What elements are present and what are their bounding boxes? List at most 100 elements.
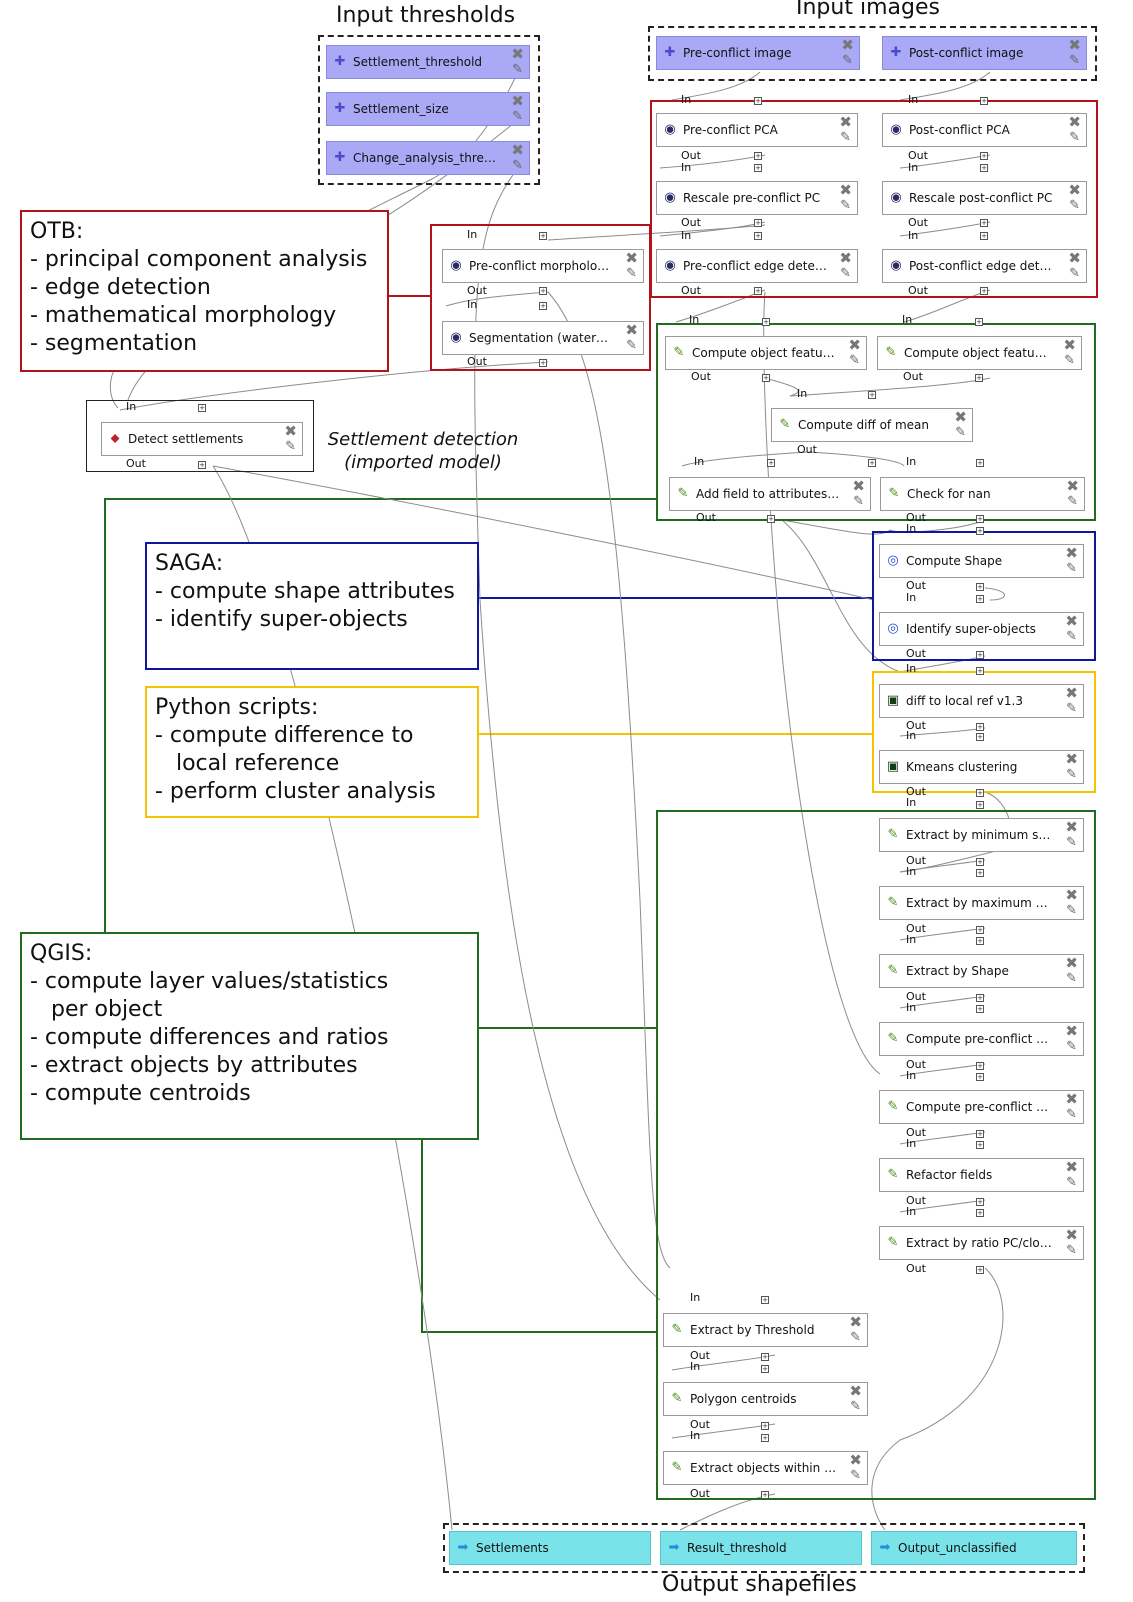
port-expand-icon[interactable]: +	[980, 219, 988, 227]
output-settlements[interactable]: ➡ Settlements	[449, 1531, 651, 1565]
input-pre-conflict-image[interactable]: ✚ Pre-conflict image ✖✎	[656, 36, 860, 70]
port-expand-icon[interactable]: +	[980, 152, 988, 160]
port-out[interactable]: Out	[906, 1058, 926, 1071]
port-out[interactable]: Out	[908, 216, 928, 229]
port-expand-icon[interactable]: +	[767, 515, 775, 523]
pencil-icon[interactable]: ✎	[853, 494, 864, 509]
alg-extract-by-ratio[interactable]: ✎ Extract by ratio PC/closing ✖✎	[879, 1226, 1084, 1260]
close-icon[interactable]: ✖	[839, 113, 852, 131]
port-in[interactable]: In	[906, 865, 917, 878]
close-icon[interactable]: ✖	[1065, 1022, 1078, 1040]
port-expand-icon[interactable]: +	[976, 1198, 984, 1206]
close-icon[interactable]: ✖	[848, 336, 861, 354]
port-expand-icon[interactable]: +	[976, 789, 984, 797]
close-icon[interactable]: ✖	[1065, 750, 1078, 768]
port-out[interactable]: Out	[906, 785, 926, 798]
alg-compute-object-features-pre[interactable]: ✎ Compute object features ... ✖✎	[665, 336, 867, 370]
close-icon[interactable]: ✖	[839, 249, 852, 267]
port-expand-icon[interactable]: +	[754, 232, 762, 240]
port-expand-icon[interactable]: +	[976, 869, 984, 877]
port-expand-icon[interactable]: +	[761, 1365, 769, 1373]
port-out[interactable]: Out	[467, 355, 487, 368]
pencil-icon[interactable]: ✎	[1069, 130, 1080, 145]
alg-rescale-post-conflict-pc[interactable]: ◉ Rescale post-conflict PC ✖✎	[882, 181, 1087, 215]
port-in[interactable]: In	[681, 161, 692, 174]
pencil-icon[interactable]: ✎	[512, 109, 523, 124]
port-expand-icon[interactable]: +	[976, 1073, 984, 1081]
pencil-icon[interactable]: ✎	[1066, 903, 1077, 918]
output-unclassified[interactable]: ➡ Output_unclassified	[871, 1531, 1077, 1565]
port-in[interactable]: In	[690, 1360, 701, 1373]
port-expand-icon[interactable]: +	[976, 583, 984, 591]
alg-extract-by-shape[interactable]: ✎ Extract by Shape ✖✎	[879, 954, 1084, 988]
port-in[interactable]: In	[906, 1205, 917, 1218]
pencil-icon[interactable]: ✎	[1066, 767, 1077, 782]
close-icon[interactable]: ✖	[1068, 181, 1081, 199]
port-in[interactable]: In	[906, 729, 917, 742]
port-expand-icon[interactable]: +	[976, 1209, 984, 1217]
pencil-icon[interactable]: ✎	[849, 353, 860, 368]
close-icon[interactable]: ✖	[1065, 818, 1078, 836]
pencil-icon[interactable]: ✎	[955, 425, 966, 440]
port-expand-icon[interactable]: +	[976, 459, 984, 467]
close-icon[interactable]: ✖	[849, 1451, 862, 1469]
pencil-icon[interactable]: ✎	[1069, 198, 1080, 213]
pencil-icon[interactable]: ✎	[840, 266, 851, 281]
pencil-icon[interactable]: ✎	[512, 62, 523, 77]
pencil-icon[interactable]: ✎	[1067, 494, 1078, 509]
port-expand-icon[interactable]: +	[976, 1062, 984, 1070]
alg-rescale-pre-conflict-pc[interactable]: ◉ Rescale pre-conflict PC ✖✎	[656, 181, 858, 215]
close-icon[interactable]: ✖	[839, 181, 852, 199]
alg-extract-by-maximum-size[interactable]: ✎ Extract by maximum size ✖✎	[879, 886, 1084, 920]
alg-compute-pre-conflict-pc[interactable]: ✎ Compute pre-conflict PC ... ✖✎	[879, 1022, 1084, 1056]
output-result-threshold[interactable]: ➡ Result_threshold	[660, 1531, 862, 1565]
pencil-icon[interactable]: ✎	[842, 53, 853, 68]
port-in[interactable]: In	[681, 229, 692, 242]
port-out[interactable]: Out	[681, 216, 701, 229]
alg-polygon-centroids[interactable]: ✎ Polygon centroids ✖✎	[663, 1382, 868, 1416]
port-out[interactable]: Out	[906, 647, 926, 660]
close-icon[interactable]: ✖	[1068, 36, 1081, 54]
port-expand-icon[interactable]: +	[980, 287, 988, 295]
port-expand-icon[interactable]: +	[761, 1491, 769, 1499]
pencil-icon[interactable]: ✎	[1066, 1243, 1077, 1258]
alg-post-conflict-edge-detection[interactable]: ◉ Post-conflict edge detection ✖✎	[882, 249, 1087, 283]
port-expand-icon[interactable]: +	[761, 1296, 769, 1304]
port-expand-icon[interactable]: +	[976, 937, 984, 945]
close-icon[interactable]: ✖	[1065, 684, 1078, 702]
port-out[interactable]: Out	[690, 1487, 710, 1500]
alg-extract-by-minimum-size[interactable]: ✎ Extract by minimum size ✖✎	[879, 818, 1084, 852]
input-param-change-analysis-threshold[interactable]: ✚ Change_analysis_threshold ✖✎	[326, 141, 530, 175]
port-expand-icon[interactable]: +	[980, 164, 988, 172]
port-out[interactable]: Out	[797, 443, 817, 456]
port-expand-icon[interactable]: +	[976, 595, 984, 603]
port-expand-icon[interactable]: +	[976, 1005, 984, 1013]
port-in[interactable]: In	[906, 933, 917, 946]
pencil-icon[interactable]: ✎	[850, 1468, 861, 1483]
port-expand-icon[interactable]: +	[976, 723, 984, 731]
port-out[interactable]: Out	[681, 284, 701, 297]
port-expand-icon[interactable]: +	[976, 527, 984, 535]
port-out[interactable]: Out	[906, 922, 926, 935]
input-param-settlement-threshold[interactable]: ✚ Settlement_threshold ✖✎	[326, 45, 530, 79]
alg-compute-shape[interactable]: ◎ Compute Shape ✖✎	[879, 544, 1084, 578]
pencil-icon[interactable]: ✎	[1064, 353, 1075, 368]
pencil-icon[interactable]: ✎	[626, 266, 637, 281]
pencil-icon[interactable]: ✎	[1066, 629, 1077, 644]
port-out[interactable]: Out	[906, 719, 926, 732]
close-icon[interactable]: ✖	[1065, 1158, 1078, 1176]
close-icon[interactable]: ✖	[1068, 249, 1081, 267]
port-out[interactable]: Out	[690, 1418, 710, 1431]
script-diff-to-local-ref[interactable]: ▣ diff to local ref v1.3 ✖✎	[879, 684, 1084, 718]
pencil-icon[interactable]: ✎	[1066, 1175, 1077, 1190]
close-icon[interactable]: ✖	[1066, 477, 1079, 495]
alg-post-conflict-pca[interactable]: ◉ Post-conflict PCA ✖✎	[882, 113, 1087, 147]
port-out[interactable]: Out	[906, 1194, 926, 1207]
port-out[interactable]: Out	[126, 457, 146, 470]
port-in[interactable]: In	[797, 387, 808, 400]
port-expand-icon[interactable]: +	[761, 1434, 769, 1442]
pencil-icon[interactable]: ✎	[1066, 835, 1077, 850]
port-in[interactable]: In	[906, 1001, 917, 1014]
close-icon[interactable]: ✖	[1065, 954, 1078, 972]
close-icon[interactable]: ✖	[511, 141, 524, 159]
